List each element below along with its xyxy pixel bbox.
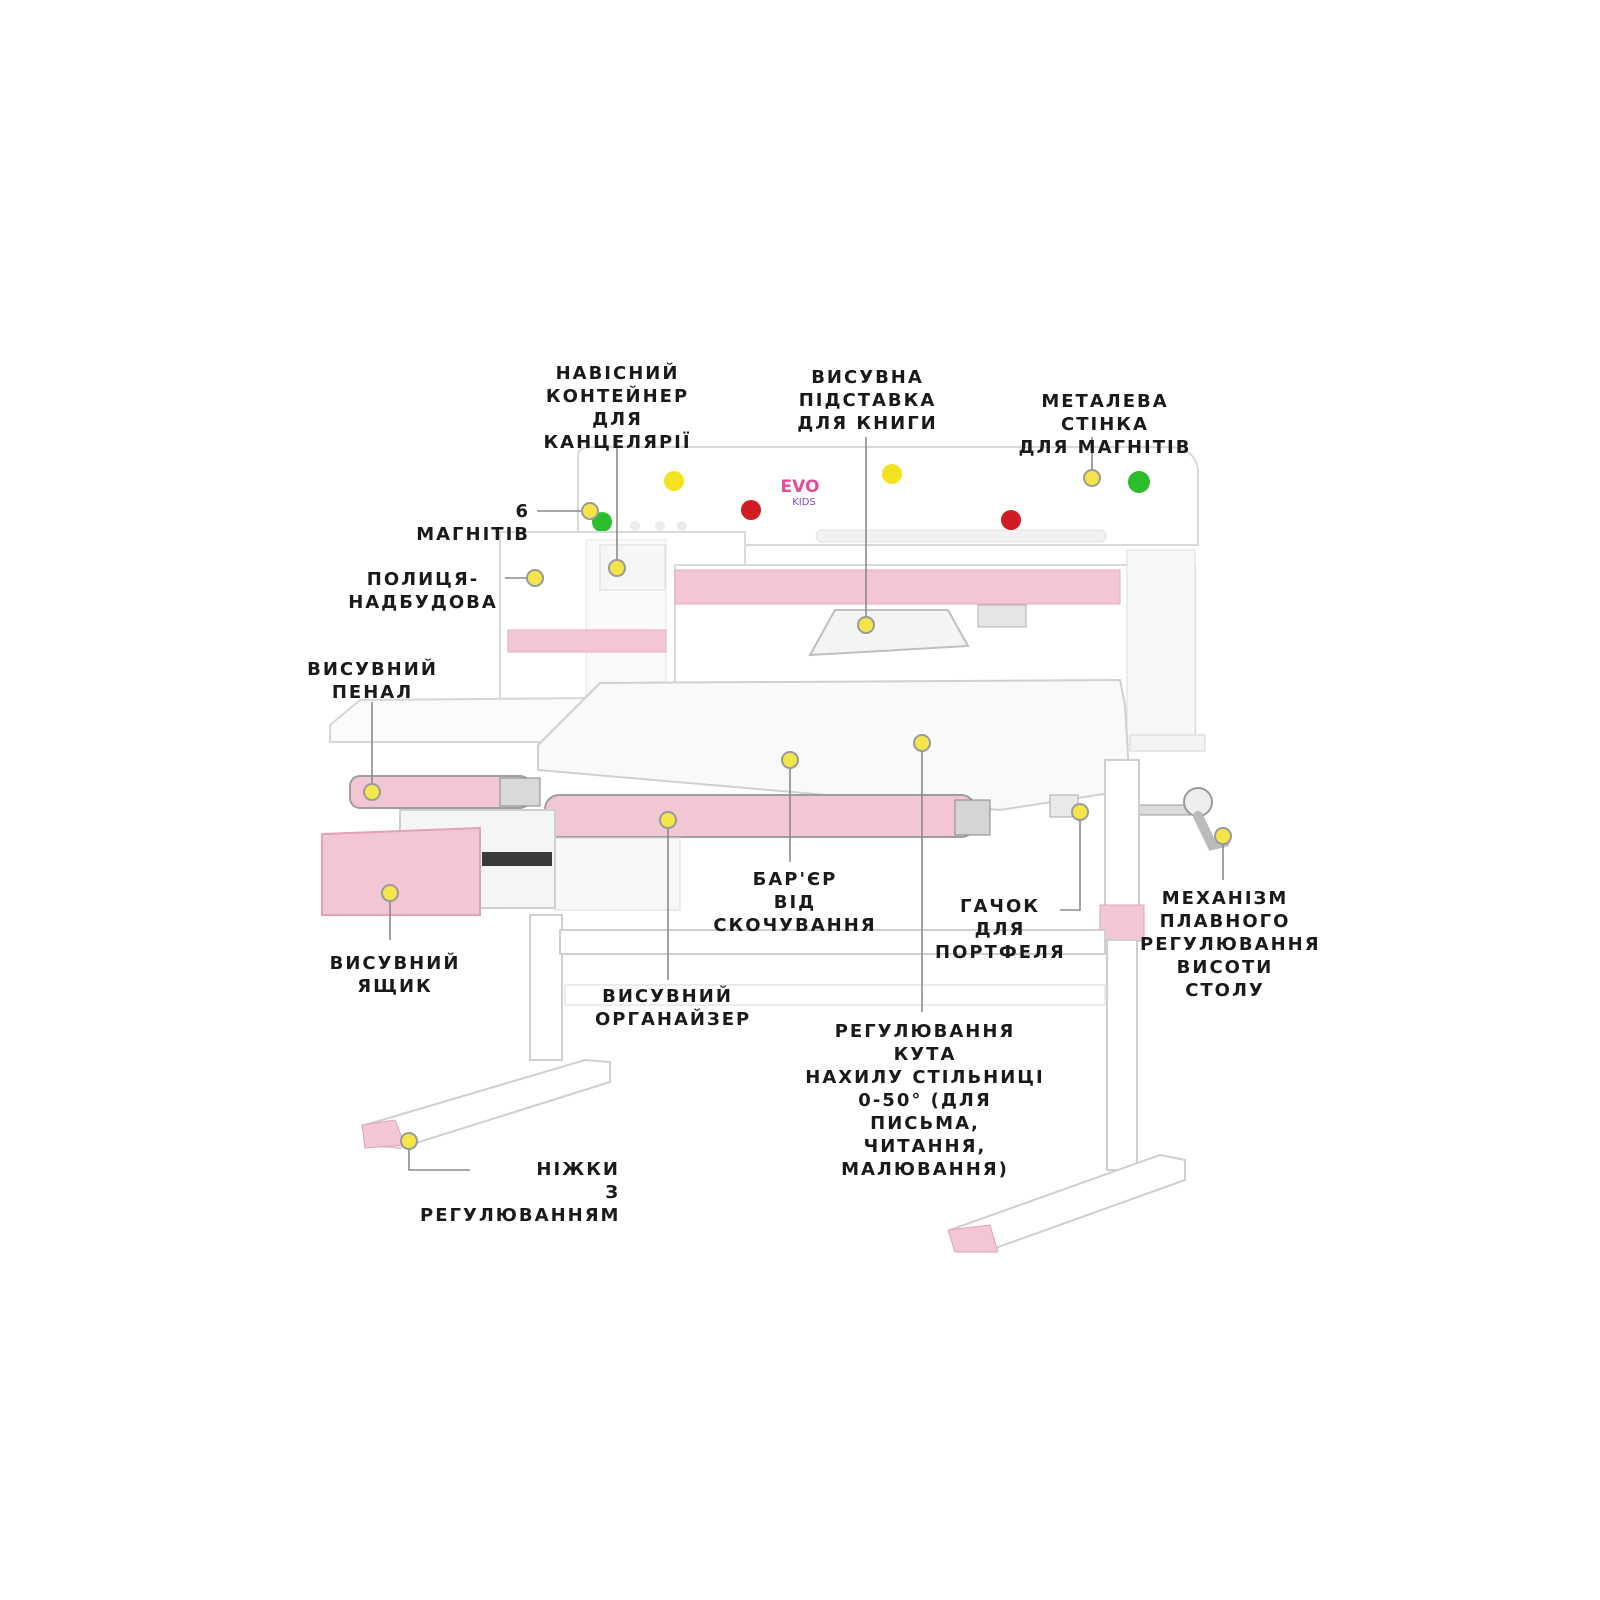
marker-barrier [781,751,799,769]
main-desktop [537,678,1132,812]
marker-magnets [581,502,599,520]
height-collar [1099,904,1145,942]
markers [363,469,1232,1150]
metal-wall-panel [577,446,1199,546]
logo-bottom: KIDS [792,497,816,508]
left-pink-shelf [507,629,667,653]
magnet-yellow-1 [664,471,684,491]
left-leg [529,914,563,1061]
marker-shelf [526,569,544,587]
marker-hanging-container [608,559,626,577]
leader-hook [1060,812,1081,911]
pencil-case-rail [499,777,541,807]
magnet-green-2 [592,512,612,532]
callout-organizer: ВИСУВНИЙ ОРГАНАЙЗЕР [595,986,752,1030]
organizer-rail [954,799,991,836]
leader-legs [408,1141,470,1171]
callout-pencil-case: ВИСУВНИЙ ПЕНАЛ [307,659,438,703]
right-leg-lower [1106,939,1138,1171]
magnet-green-1 [1128,471,1150,493]
left-foot [364,1058,611,1150]
drawer-slide [482,852,552,866]
marker-hook [1071,803,1089,821]
callout-barrier: БАР'ЄР ВІД СКОЧУВАННЯ [713,869,877,936]
container-hole-2 [655,521,665,531]
callout-hook: ГАЧОК ДЛЯ ПОРТФЕЛЯ [935,896,1066,963]
book-stand [808,609,970,657]
container-hole-1 [630,521,640,531]
wall-slot [815,529,1107,543]
marker-legs [400,1132,418,1150]
under-box [554,837,681,911]
logo-top: EVO [781,477,820,497]
leader-lines [371,437,1224,1171]
crossbar-lower [564,984,1106,1006]
right-pink-shelf [674,569,1121,605]
marker-pencil-case [363,783,381,801]
right-leg-upper [1104,759,1140,911]
callout-legs: НІЖКИ З РЕГУЛЮВАННЯМ [420,1159,621,1226]
marker-book-stand [857,616,875,634]
right-desktop-edge [1129,734,1206,752]
book-stand-rail [977,604,1027,628]
organizer-drawer [544,794,976,838]
drawer-front [321,826,481,916]
magnet-red-1 [741,500,761,520]
callout-tilt: РЕГУЛЮВАННЯ КУТА НАХИЛУ СТІЛЬНИЦІ 0-50° … [805,1021,1045,1180]
marker-drawer [381,884,399,902]
marker-organizer [659,811,677,829]
callout-drawer: ВИСУВНИЙ ЯЩИК [329,953,461,997]
magnet-yellow-2 [882,464,902,484]
magnet-red-2 [1001,510,1021,530]
right-foot-cap [947,1224,999,1253]
callout-book-stand: ВИСУВНА ПІДСТАВКА ДЛЯ КНИГИ [797,367,938,434]
marker-height-mechanism [1214,827,1232,845]
callout-hanging-container: НАВІСНИЙ КОНТЕЙНЕР ДЛЯ КАНЦЕЛЯРІЇ [543,363,692,453]
marker-metal-wall [1083,469,1101,487]
right-shelf-side [1126,549,1196,746]
marker-tilt [913,734,931,752]
container-hole-3 [677,521,687,531]
callout-metal-wall: МЕТАЛЕВА СТІНКА ДЛЯ МАГНІТІВ [1018,391,1192,458]
callout-shelf: ПОЛИЦЯ- НАДБУДОВА [348,569,498,613]
crossbar [559,929,1106,955]
callout-height-mechanism: МЕХАНІЗМ ПЛАВНОГО РЕГУЛЮВАННЯ ВИСОТИ СТО… [1140,888,1321,1001]
callout-magnets: 6 МАГНІТІВ [416,501,530,545]
